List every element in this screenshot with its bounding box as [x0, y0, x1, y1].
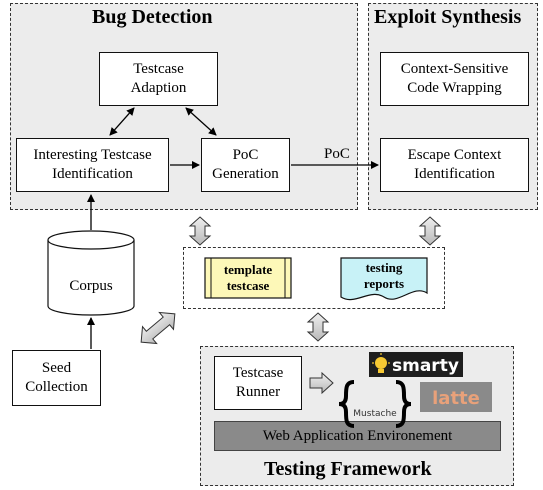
- smarty-text: smarty: [392, 356, 459, 376]
- interesting-testcase-line2: Identification: [52, 166, 133, 182]
- poc-generation-box: PoC Generation: [201, 138, 290, 192]
- latte-text: latte: [432, 388, 480, 409]
- testing-reports-line1: testing: [366, 260, 403, 275]
- arrow-adaption-interesting: [109, 107, 135, 136]
- context-sensitive-line1: Context-Sensitive: [400, 61, 509, 77]
- bug-detection-title: Bug Detection: [92, 6, 213, 28]
- corpus-label: Corpus: [69, 278, 113, 294]
- mustache-logo: [338, 380, 412, 428]
- mustache-text: Mustache: [353, 409, 397, 419]
- testing-framework-title: Testing Framework: [264, 458, 432, 480]
- template-testcase-shape: [204, 257, 292, 299]
- testcase-adaption-line2: Adaption: [130, 80, 187, 96]
- arrow-runner-engines: [309, 371, 334, 395]
- double-arrow-exploit-artifacts: [418, 216, 442, 246]
- latte-logo: [420, 382, 492, 412]
- arrow-adaption-poc: [185, 107, 217, 136]
- testing-reports-line2: reports: [364, 276, 404, 291]
- testcase-adaption-line1: Testcase: [133, 61, 184, 77]
- template-testcase-line1: template: [224, 262, 273, 277]
- escape-context-line2: Identification: [414, 166, 495, 182]
- testcase-runner-line1: Testcase: [232, 365, 284, 381]
- testcase-runner-line2: Runner: [235, 384, 281, 400]
- smarty-logo: [369, 352, 463, 377]
- web-app-env-box: Web Application Environement: [214, 421, 501, 451]
- corpus-cylinder: [47, 230, 135, 316]
- poc-generation-line1: PoC: [232, 147, 259, 163]
- seed-collection-line2: Collection: [25, 379, 88, 395]
- testing-reports-shape: [340, 257, 428, 301]
- double-arrow-bug-artifacts: [188, 216, 212, 246]
- poc-edge-label: PoC: [324, 146, 350, 162]
- double-arrow-artifacts-testing: [306, 312, 330, 342]
- poc-generation-line2: Generation: [212, 166, 279, 182]
- template-testcase-line2: testcase: [227, 278, 270, 293]
- context-sensitive-line2: Code Wrapping: [407, 80, 502, 96]
- exploit-synthesis-title: Exploit Synthesis: [374, 6, 522, 28]
- double-arrow-corpus-artifacts: [140, 311, 176, 345]
- web-app-env-label: Web Application Environement: [262, 427, 453, 444]
- seed-collection-line1: Seed: [41, 360, 72, 376]
- escape-context-line1: Escape Context: [407, 147, 502, 163]
- interesting-testcase-line1: Interesting Testcase: [33, 147, 152, 163]
